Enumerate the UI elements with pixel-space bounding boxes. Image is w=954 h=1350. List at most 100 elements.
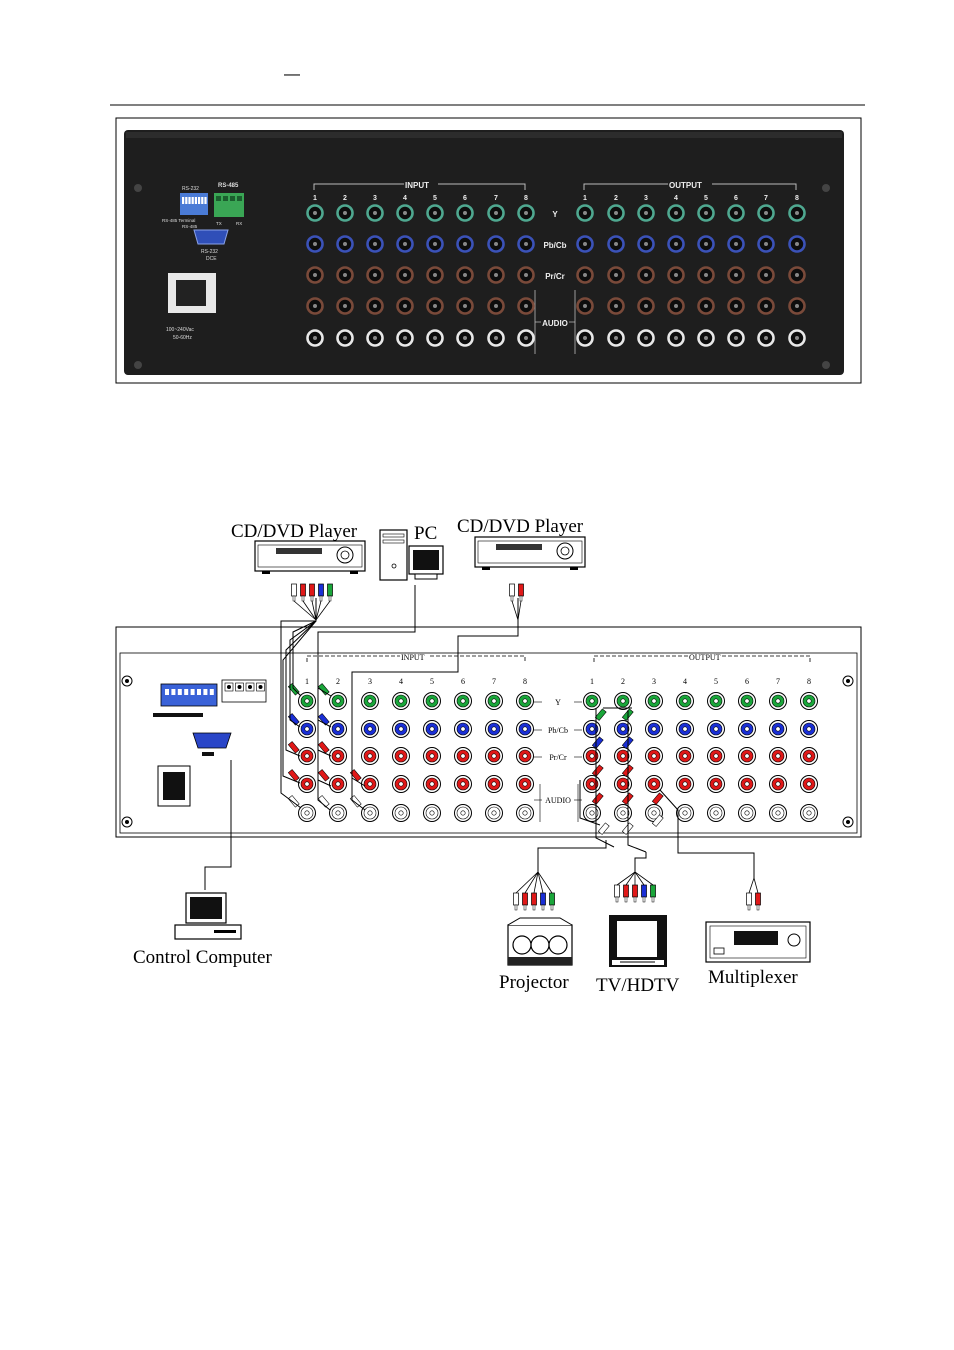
output-jack[interactable] bbox=[607, 297, 625, 315]
input-jack[interactable] bbox=[516, 747, 534, 765]
input-jack[interactable] bbox=[298, 747, 316, 765]
input-jack[interactable] bbox=[361, 804, 379, 822]
output-jack[interactable] bbox=[607, 329, 625, 347]
input-jack[interactable] bbox=[392, 747, 410, 765]
output-jack[interactable] bbox=[727, 297, 745, 315]
output-jack[interactable] bbox=[769, 804, 787, 822]
output-jack[interactable] bbox=[645, 775, 663, 793]
output-jack[interactable] bbox=[738, 692, 756, 710]
output-jack[interactable] bbox=[697, 266, 715, 284]
output-jack[interactable] bbox=[667, 329, 685, 347]
output-jack[interactable] bbox=[757, 329, 775, 347]
input-jack[interactable] bbox=[517, 204, 535, 222]
input-jack[interactable] bbox=[329, 775, 347, 793]
input-jack[interactable] bbox=[329, 804, 347, 822]
input-jack[interactable] bbox=[517, 329, 535, 347]
output-jack[interactable] bbox=[727, 204, 745, 222]
input-jack[interactable] bbox=[336, 204, 354, 222]
output-jack[interactable] bbox=[769, 692, 787, 710]
output-jack[interactable] bbox=[707, 720, 725, 738]
output-jack[interactable] bbox=[607, 235, 625, 253]
input-jack[interactable] bbox=[487, 266, 505, 284]
input-jack[interactable] bbox=[396, 266, 414, 284]
output-jack[interactable] bbox=[676, 692, 694, 710]
input-jack[interactable] bbox=[426, 297, 444, 315]
input-jack[interactable] bbox=[336, 329, 354, 347]
output-jack[interactable] bbox=[583, 775, 601, 793]
input-jack[interactable] bbox=[423, 747, 441, 765]
output-jack[interactable] bbox=[583, 747, 601, 765]
output-jack[interactable] bbox=[738, 720, 756, 738]
output-jack[interactable] bbox=[576, 235, 594, 253]
input-jack[interactable] bbox=[487, 297, 505, 315]
diagram-dip-switch[interactable] bbox=[160, 683, 218, 707]
input-jack[interactable] bbox=[396, 204, 414, 222]
output-jack[interactable] bbox=[769, 747, 787, 765]
input-jack[interactable] bbox=[454, 692, 472, 710]
input-jack[interactable] bbox=[361, 720, 379, 738]
input-jack[interactable] bbox=[396, 297, 414, 315]
output-jack[interactable] bbox=[697, 329, 715, 347]
output-jack[interactable] bbox=[637, 235, 655, 253]
input-jack[interactable] bbox=[392, 775, 410, 793]
output-jack[interactable] bbox=[637, 297, 655, 315]
output-jack[interactable] bbox=[788, 235, 806, 253]
input-jack[interactable] bbox=[456, 204, 474, 222]
output-jack[interactable] bbox=[614, 720, 632, 738]
output-jack[interactable] bbox=[697, 297, 715, 315]
input-jack[interactable] bbox=[361, 775, 379, 793]
output-jack[interactable] bbox=[614, 775, 632, 793]
output-jack[interactable] bbox=[576, 297, 594, 315]
input-jack[interactable] bbox=[426, 266, 444, 284]
input-jack[interactable] bbox=[336, 297, 354, 315]
input-jack[interactable] bbox=[361, 692, 379, 710]
output-jack[interactable] bbox=[788, 266, 806, 284]
output-jack[interactable] bbox=[757, 235, 775, 253]
output-jack[interactable] bbox=[788, 204, 806, 222]
input-jack[interactable] bbox=[456, 297, 474, 315]
input-jack[interactable] bbox=[454, 720, 472, 738]
input-jack[interactable] bbox=[366, 266, 384, 284]
output-jack[interactable] bbox=[614, 804, 632, 822]
output-jack[interactable] bbox=[757, 266, 775, 284]
output-jack[interactable] bbox=[676, 775, 694, 793]
output-jack[interactable] bbox=[707, 804, 725, 822]
output-jack[interactable] bbox=[667, 235, 685, 253]
input-jack[interactable] bbox=[392, 692, 410, 710]
output-jack[interactable] bbox=[769, 720, 787, 738]
output-jack[interactable] bbox=[583, 692, 601, 710]
output-jack[interactable] bbox=[769, 775, 787, 793]
input-jack[interactable] bbox=[366, 235, 384, 253]
input-jack[interactable] bbox=[423, 804, 441, 822]
input-jack[interactable] bbox=[485, 692, 503, 710]
input-jack[interactable] bbox=[306, 266, 324, 284]
input-jack[interactable] bbox=[361, 747, 379, 765]
output-jack[interactable] bbox=[645, 692, 663, 710]
input-jack[interactable] bbox=[456, 235, 474, 253]
input-jack[interactable] bbox=[517, 266, 535, 284]
input-jack[interactable] bbox=[487, 329, 505, 347]
input-jack[interactable] bbox=[516, 720, 534, 738]
input-jack[interactable] bbox=[298, 692, 316, 710]
output-jack[interactable] bbox=[707, 775, 725, 793]
input-jack[interactable] bbox=[366, 329, 384, 347]
input-jack[interactable] bbox=[487, 235, 505, 253]
input-jack[interactable] bbox=[426, 329, 444, 347]
output-jack[interactable] bbox=[667, 204, 685, 222]
output-jack[interactable] bbox=[676, 747, 694, 765]
output-jack[interactable] bbox=[738, 775, 756, 793]
input-jack[interactable] bbox=[423, 720, 441, 738]
input-jack[interactable] bbox=[306, 204, 324, 222]
output-jack[interactable] bbox=[676, 804, 694, 822]
input-jack[interactable] bbox=[396, 329, 414, 347]
input-jack[interactable] bbox=[485, 720, 503, 738]
input-jack[interactable] bbox=[516, 692, 534, 710]
input-jack[interactable] bbox=[306, 297, 324, 315]
output-jack[interactable] bbox=[800, 747, 818, 765]
output-jack[interactable] bbox=[637, 329, 655, 347]
output-jack[interactable] bbox=[614, 692, 632, 710]
output-jack[interactable] bbox=[576, 266, 594, 284]
input-jack[interactable] bbox=[485, 804, 503, 822]
input-jack[interactable] bbox=[366, 297, 384, 315]
input-jack[interactable] bbox=[336, 266, 354, 284]
